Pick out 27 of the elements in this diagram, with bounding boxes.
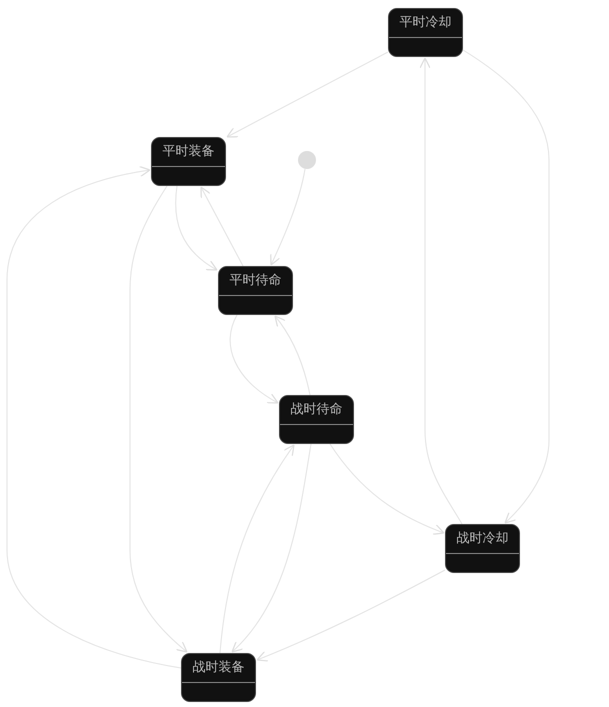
transition-arrow: [270, 168, 306, 266]
state-name: 战时装备: [192, 660, 246, 676]
transition-arrow: [226, 52, 388, 138]
transition-arrow: [220, 444, 295, 654]
transition-arrow: [130, 186, 188, 653]
state-box: [218, 266, 293, 315]
state-name: 平时冷却: [398, 15, 452, 31]
initial-state-dot: [298, 151, 316, 169]
state-box: [445, 524, 520, 573]
transition-arrow: [175, 186, 218, 271]
state-name: 战时待命: [290, 402, 344, 418]
state-name: 战时冷却: [456, 531, 510, 547]
state-box: [181, 653, 256, 702]
transition-arrow: [231, 444, 312, 653]
state-box: [151, 137, 226, 186]
transition-arrow: [256, 570, 446, 662]
transition-arrow: [330, 444, 445, 535]
transition-arrow: [274, 315, 310, 396]
transition-arrow: [200, 186, 244, 266]
transition-arrow: [462, 50, 550, 524]
transition-arrow: [6, 166, 182, 668]
state-name: 平时装备: [162, 144, 216, 160]
state-box: [279, 395, 354, 444]
state-name: 平时待命: [228, 273, 282, 289]
state-box: [388, 8, 463, 57]
transition-arrow: [419, 57, 462, 524]
transition-arrow: [230, 314, 279, 404]
